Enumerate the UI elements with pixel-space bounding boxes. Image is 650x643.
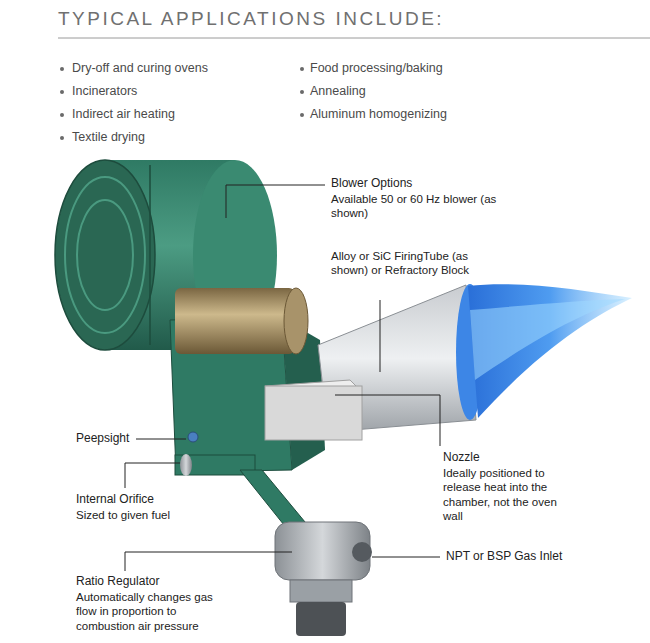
application-item: Food processing/baking [310,61,530,77]
callout-body: Sized to given fuel [76,508,216,522]
blower-ring [65,177,145,333]
application-item: Incinerators [72,84,292,100]
callout-body: Automatically changes gas flow in propor… [76,590,218,633]
application-item: Aluminum homogenizing [310,107,530,123]
callout-body: Available 50 or 60 Hz blower (as shown) [331,192,503,221]
application-item: Dry-off and curing ovens [72,61,292,77]
application-item: Indirect air heating [72,107,292,123]
ratio-regulator [275,522,372,636]
blower-seam [149,165,151,345]
bullet [60,90,64,94]
callout-heading: NPT or BSP Gas Inlet [446,549,641,564]
bullet [60,113,64,117]
bullet-dots [60,67,304,140]
callout-heading: Peepsight [76,431,196,446]
leader-line [226,185,325,218]
regulator-neck [290,580,352,602]
leader-line [125,463,180,488]
callout-heading: Internal Orifice [76,492,216,507]
fittings [175,432,310,530]
title-rule [58,38,650,39]
bullet [60,67,64,71]
blower-ring [77,200,133,310]
flame [468,284,632,418]
leader-line [380,300,381,372]
bullet [300,90,304,94]
application-item: Textile drying [72,130,292,146]
bullet [300,67,304,71]
application-item: Annealing [310,84,530,100]
callout-body: Ideally positioned to release heat into … [443,466,565,524]
callout-heading: Alloy or SiC FiringTube (as shown) or Re… [331,249,471,278]
motor-can [175,288,295,354]
gas-pipe-drop [240,470,310,530]
motor-end [284,288,308,354]
motor [175,288,308,354]
callout-heading: Ratio Regulator [76,574,226,589]
actuator-box [265,386,362,440]
actuator [265,380,362,440]
leader-lines [125,185,440,571]
orifice-fitting [180,454,192,476]
callout-heading: Nozzle [443,450,573,465]
leader-line [125,552,292,571]
page-title: TYPICAL APPLICATIONS INCLUDE: [58,8,444,30]
peepsight [188,432,198,442]
bullet [300,113,304,117]
leader-line [136,439,186,440]
leader-line [335,395,440,446]
gas-inlet-port [352,542,372,562]
flame-core [470,299,625,380]
regulator-cap [296,602,346,636]
leader-line [372,557,440,558]
bullet [60,136,64,140]
blower-face [55,160,155,350]
callout-heading: Blower Options [331,176,506,191]
